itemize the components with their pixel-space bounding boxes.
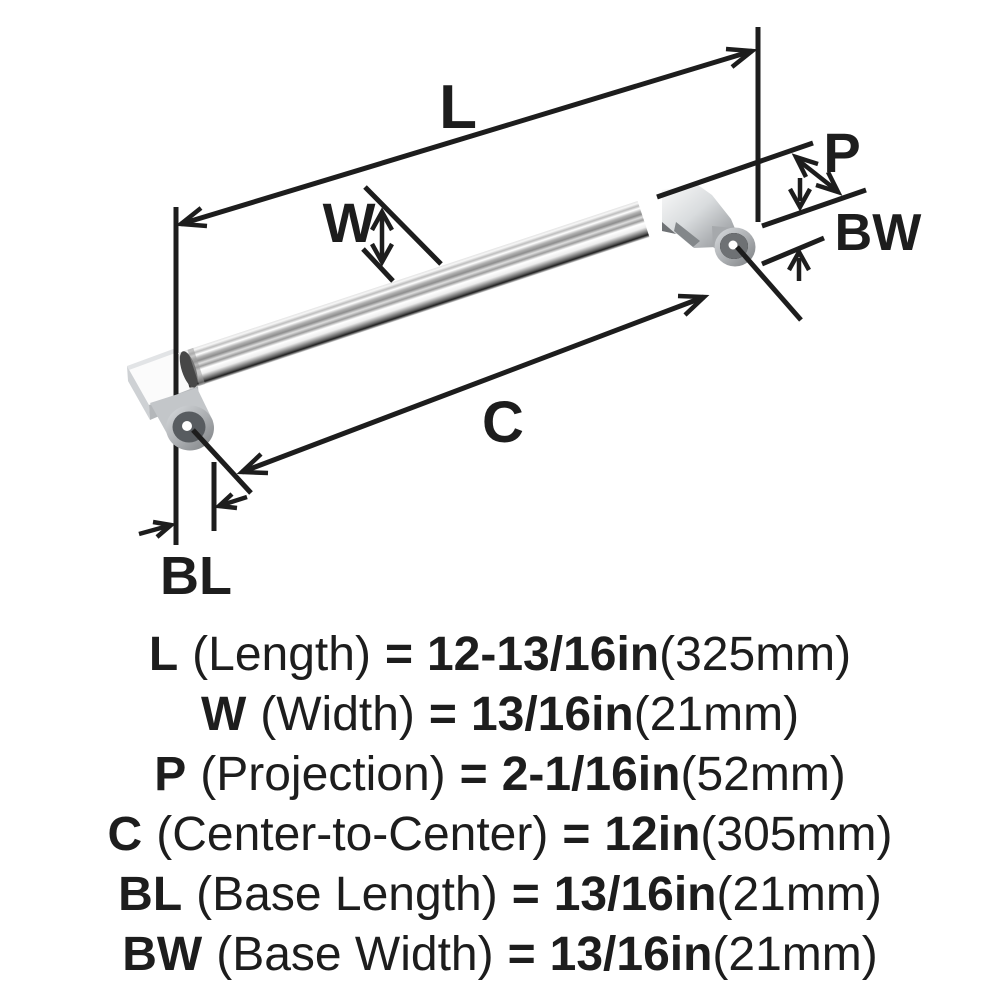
spec-code: BL <box>118 868 183 921</box>
grip-bar <box>178 200 650 390</box>
spec-name: (Base Length) <box>196 868 498 921</box>
leader-right-foot <box>735 245 803 322</box>
leader-left-foot <box>191 428 253 495</box>
spec-code: W <box>200 688 247 741</box>
dimension-BW <box>761 235 825 281</box>
label-BW: BW <box>835 204 923 262</box>
dimension-W <box>361 185 443 283</box>
spec-code: C <box>107 808 143 861</box>
spec-line-base-width: BW (Base Width) = 13/16in (21mm) <box>0 925 1000 985</box>
dimension-BL <box>138 462 248 539</box>
dimension-annotations <box>138 27 867 539</box>
pull-handle-illustration <box>127 185 756 545</box>
dimension-L <box>175 46 758 229</box>
equals-sign: = <box>511 868 540 921</box>
spec-value: 13/16in <box>549 928 713 981</box>
spec-line-base-length: BL (Base Length) = 13/16in (21mm) <box>0 865 1000 925</box>
spec-metric: (325mm) <box>659 628 852 681</box>
spec-name: (Width) <box>260 688 415 741</box>
right-screw-hole <box>728 240 738 250</box>
label-L: L <box>439 73 477 142</box>
spec-line-projection: P (Projection) = 2-1/16in (52mm) <box>0 745 1000 805</box>
dimension-P <box>656 140 867 229</box>
equals-sign: = <box>562 808 591 861</box>
spec-metric: (305mm) <box>700 808 893 861</box>
spec-line-length: L (Length) = 12-13/16in (325mm) <box>0 625 1000 685</box>
spec-metric: (21mm) <box>633 688 800 741</box>
spec-line-width: W (Width) = 13/16in (21mm) <box>0 685 1000 745</box>
spec-name: (Center-to-Center) <box>156 808 549 861</box>
spec-value: 2-1/16in <box>501 748 681 801</box>
dimension-spec-list: L (Length) = 12-13/16in (325mm) W (Width… <box>0 625 1000 985</box>
equals-sign: = <box>459 748 488 801</box>
spec-value: 12-13/16in <box>426 628 660 681</box>
equals-sign: = <box>428 688 457 741</box>
left-screw-hole <box>182 421 192 431</box>
spec-metric: (21mm) <box>712 928 878 981</box>
label-W: W <box>323 191 376 254</box>
spec-code: BW <box>122 928 203 981</box>
label-P: P <box>823 121 860 184</box>
spec-code: L <box>148 628 179 681</box>
spec-metric: (21mm) <box>716 868 882 921</box>
label-BL: BL <box>160 546 232 606</box>
dimension-C <box>191 245 803 495</box>
label-C: C <box>482 390 524 455</box>
spec-metric: (52mm) <box>680 748 846 801</box>
spec-value: 13/16in <box>553 868 717 921</box>
equals-sign: = <box>384 628 413 681</box>
bar-end-cap <box>179 351 198 388</box>
spec-line-center-to-center: C (Center-to-Center) = 12in (305mm) <box>0 805 1000 865</box>
spec-code: P <box>154 748 187 801</box>
spec-value: 12in <box>604 808 701 861</box>
spec-name: (Length) <box>192 628 371 681</box>
equals-sign: = <box>507 928 536 981</box>
spec-name: (Base Width) <box>216 928 494 981</box>
spec-name: (Projection) <box>200 748 446 801</box>
cabinet-pull-dimension-diagram: L W P BW C BL <box>127 27 923 606</box>
spec-value: 13/16in <box>470 688 634 741</box>
